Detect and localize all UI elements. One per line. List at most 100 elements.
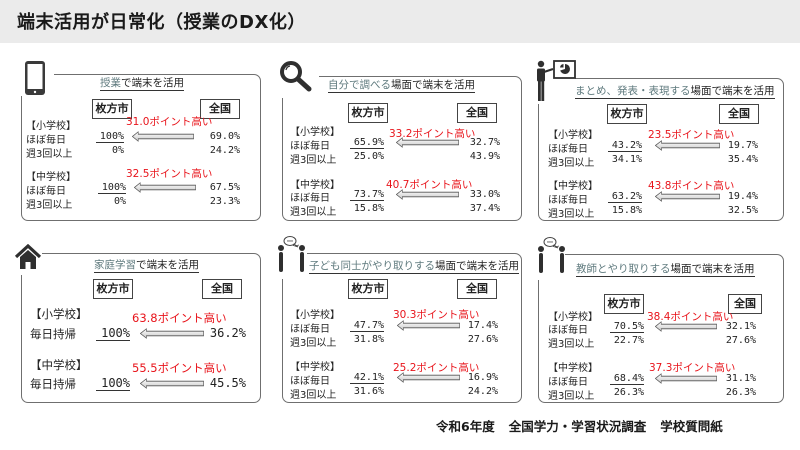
arrow-left-icon: [655, 140, 720, 151]
diff-badge: 55.5ポイント高い: [132, 361, 227, 375]
panel-title: まとめ、発表・表現する場面で端末を活用: [575, 85, 775, 99]
national-label-box: 全国: [719, 104, 759, 124]
national-daily-value: 16.9%: [467, 372, 498, 383]
elementary-label: 【小学校】: [30, 307, 88, 321]
panel-title: 家庭学習で端末を活用: [94, 259, 199, 273]
panel-title: 子ども同士がやり取りする場面で端末を活用: [309, 260, 519, 274]
national-daily-value: 36.2%: [209, 326, 246, 340]
national-daily-value: 32.7%: [469, 137, 500, 148]
row-label-weekly: 週3回以上: [290, 155, 337, 166]
city-weekly-value: 26.3%: [613, 387, 644, 398]
panel-title: 教師とやり取りする場面で端末を活用: [576, 263, 755, 277]
city-weekly-value: 0%: [111, 145, 124, 156]
city-weekly-value: 0%: [113, 196, 126, 207]
city-label-box: 枚方市: [92, 99, 132, 119]
row-label-daily: ほぼ毎日: [290, 376, 330, 387]
diff-badge: 37.3ポイント高い: [649, 362, 736, 374]
diff-badge: 30.3ポイント高い: [393, 309, 480, 321]
diff-badge: 32.5ポイント高い: [126, 168, 213, 180]
title-bar: 端末活用が日常化（授業のDX化）: [0, 0, 800, 43]
row-label-weekly: 週3回以上: [290, 338, 337, 349]
arrow-left-icon: [396, 189, 459, 200]
source-type: 学校質問紙: [660, 419, 723, 434]
elementary-label: 【小学校】: [548, 130, 598, 141]
city-daily-value: 100%: [98, 182, 126, 194]
row-label-take-home: 毎日持帰: [30, 327, 76, 341]
city-label-box: 枚方市: [348, 279, 388, 299]
city-daily-value: 42.1%: [350, 372, 384, 384]
row-label-weekly: 週3回以上: [26, 200, 73, 211]
city-daily-value: 100%: [96, 131, 124, 143]
national-daily-value: 32.1%: [725, 321, 756, 332]
row-label-daily: ほぼ毎日: [26, 135, 66, 146]
diff-badge: 23.5ポイント高い: [648, 129, 735, 141]
national-weekly-value: 23.3%: [209, 196, 240, 207]
junior-high-label: 【中学校】: [290, 180, 340, 191]
national-weekly-value: 27.6%: [467, 334, 498, 345]
elementary-label: 【小学校】: [290, 127, 340, 138]
national-daily-value: 69.0%: [209, 131, 240, 142]
row-label-weekly: 週3回以上: [290, 207, 337, 218]
junior-high-label: 【中学校】: [30, 358, 88, 372]
city-daily-value: 47.7%: [350, 320, 384, 332]
city-weekly-value: 22.7%: [613, 335, 644, 346]
diff-badge: 63.8ポイント高い: [132, 311, 227, 325]
diff-badge: 31.0ポイント高い: [126, 116, 213, 128]
row-label-daily: ほぼ毎日: [548, 144, 588, 155]
city-daily-value: 73.7%: [350, 189, 384, 201]
national-weekly-value: 32.5%: [727, 205, 758, 216]
row-label-daily: ほぼ毎日: [26, 186, 66, 197]
row-label-daily: ほぼ毎日: [548, 195, 588, 206]
arrow-left-icon: [397, 372, 460, 383]
presenter-icon: [535, 60, 579, 108]
house-icon: [14, 243, 42, 274]
source-caption: 令和6年度全国学力・学習状況調査学校質問紙: [436, 416, 737, 435]
junior-high-label: 【中学校】: [548, 181, 598, 192]
city-label-box: 枚方市: [93, 279, 133, 299]
national-label-box: 全国: [457, 103, 497, 123]
city-label-box: 枚方市: [607, 104, 647, 124]
arrow-left-icon: [397, 320, 460, 331]
panel-title: 授業で端末を活用: [100, 77, 184, 91]
row-label-take-home: 毎日持帰: [30, 377, 76, 391]
diff-badge: 25.2ポイント高い: [393, 362, 480, 374]
junior-high-label: 【中学校】: [290, 362, 340, 373]
source-survey: 全国学力・学習状況調査: [508, 419, 647, 434]
city-weekly-value: 25.0%: [353, 151, 384, 162]
national-daily-value: 31.1%: [725, 373, 756, 384]
city-label-box: 枚方市: [604, 294, 644, 314]
arrow-left-icon: [140, 378, 204, 389]
arrow-left-icon: [396, 137, 459, 148]
arrow-left-icon: [134, 182, 196, 193]
row-label-weekly: 週3回以上: [548, 158, 595, 169]
row-label-weekly: 週3回以上: [290, 390, 337, 401]
national-weekly-value: 27.6%: [725, 335, 756, 346]
row-label-daily: ほぼ毎日: [548, 325, 588, 336]
two-people-chat-icon: [276, 235, 308, 279]
arrow-left-icon: [655, 321, 717, 332]
national-daily-value: 17.4%: [467, 320, 498, 331]
national-weekly-value: 35.4%: [727, 154, 758, 165]
row-label-daily: ほぼ毎日: [290, 193, 330, 204]
national-weekly-value: 43.9%: [469, 151, 500, 162]
city-daily-value: 70.5%: [610, 321, 644, 333]
city-daily-value: 43.2%: [608, 140, 642, 152]
elementary-label: 【小学校】: [26, 121, 76, 132]
arrow-left-icon: [140, 328, 204, 339]
elementary-label: 【小学校】: [548, 312, 598, 323]
national-label-box: 全国: [728, 294, 762, 314]
national-weekly-value: 37.4%: [469, 203, 500, 214]
national-label-box: 全国: [202, 279, 242, 299]
city-weekly-value: 15.8%: [611, 205, 642, 216]
national-label-box: 全国: [457, 279, 497, 299]
national-daily-value: 19.7%: [727, 140, 758, 151]
city-weekly-value: 31.6%: [353, 386, 384, 397]
national-daily-value: 19.4%: [727, 191, 758, 202]
national-daily-value: 33.0%: [469, 189, 500, 200]
national-daily-value: 45.5%: [209, 376, 246, 390]
city-weekly-value: 31.8%: [353, 334, 384, 345]
city-daily-value: 100%: [96, 376, 130, 391]
junior-high-label: 【中学校】: [26, 172, 76, 183]
national-weekly-value: 26.3%: [725, 387, 756, 398]
city-daily-value: 68.4%: [610, 373, 644, 385]
